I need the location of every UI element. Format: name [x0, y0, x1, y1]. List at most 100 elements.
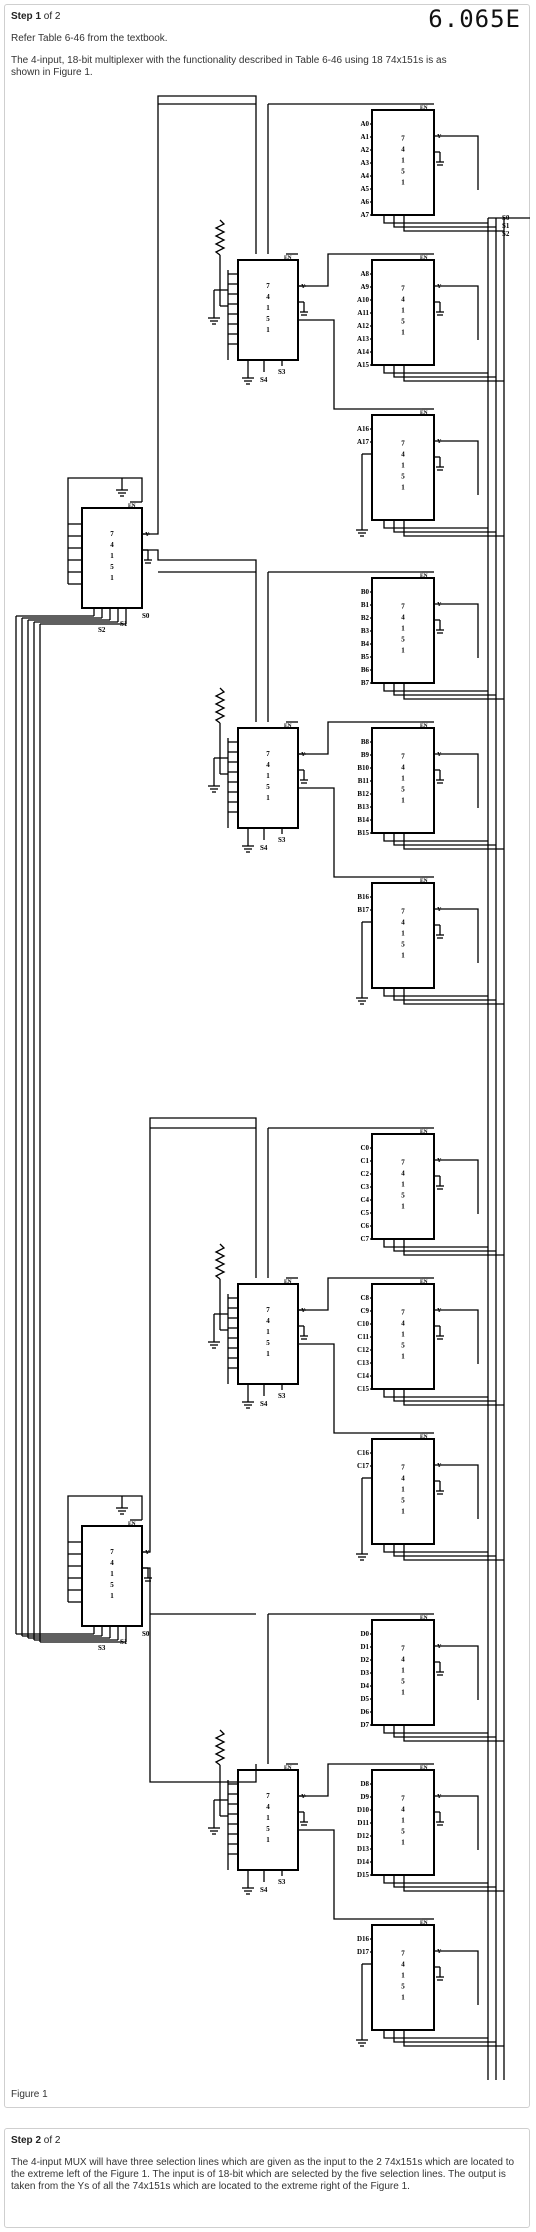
chip-label-char: 4 [401, 1961, 405, 1969]
mid-mux-74x151-group-1 [237, 259, 299, 361]
left-enable-route [142, 1117, 257, 1553]
data-input-label: C12 [357, 1346, 370, 1354]
chip-label-char: 1 [401, 1689, 405, 1697]
select-line [393, 683, 496, 696]
chip-label-char: 1 [266, 772, 270, 780]
data-input-label: C6 [360, 1222, 369, 1230]
data-input-label: C15 [357, 1385, 370, 1393]
data-input-label: D9 [360, 1793, 369, 1801]
chip-label-char: 1 [266, 1328, 270, 1336]
select-line [383, 520, 488, 529]
data-input-label: A12 [357, 322, 370, 330]
enable-route-c [298, 319, 422, 410]
chip-label-char: 4 [266, 1317, 270, 1325]
select-label-s3: S3 [278, 1878, 286, 1886]
data-input-label: B4 [361, 640, 370, 648]
select-line [383, 1239, 488, 1248]
chip-label-char: 1 [266, 326, 270, 334]
chip-label-char: 7 [401, 908, 405, 916]
data-input-label: C8 [360, 1294, 369, 1302]
pullup-resistor [214, 1729, 226, 1766]
data-input-label: B13 [357, 803, 369, 811]
chip-label-char: 1 [401, 1353, 405, 1361]
data-input-label: B17 [357, 906, 369, 914]
chip-label-char: 5 [110, 563, 114, 571]
chip-label-char: 7 [401, 753, 405, 761]
select-line [393, 1544, 496, 1557]
data-input-label: A8 [360, 270, 369, 278]
chip-label-char: 4 [401, 296, 405, 304]
data-input-label: D13 [357, 1845, 370, 1853]
data-input-label: C0 [360, 1144, 369, 1152]
chip-label-char: 5 [401, 318, 405, 326]
chip-label-char: 1 [266, 1836, 270, 1844]
output-route [442, 1795, 479, 1850]
data-input-label: B8 [361, 738, 370, 746]
enable-label: EN [420, 1279, 428, 1285]
data-input-label: D8 [360, 1780, 369, 1788]
select-line [383, 833, 488, 842]
chip-label-char: 5 [266, 315, 270, 323]
select-line [403, 683, 504, 700]
chip-label-char: 7 [401, 135, 405, 143]
data-input-label: C14 [357, 1372, 370, 1380]
chip-label-char: 4 [401, 614, 405, 622]
output-route [442, 1464, 479, 1519]
data-input-label: C10 [357, 1320, 370, 1328]
data-input-label: D0 [360, 1630, 369, 1638]
output-route [442, 285, 479, 340]
chip-label-char: 1 [401, 484, 405, 492]
select-line [393, 520, 496, 533]
select-line [403, 988, 504, 1005]
enable-label: EN [420, 1129, 428, 1135]
data-input-label: D12 [357, 1832, 370, 1840]
left-mux-74x151-2 [81, 1525, 143, 1627]
enable-label: EN [284, 723, 292, 729]
mux-74x151-c0 [371, 1133, 435, 1240]
enable-label: EN [420, 1434, 428, 1440]
output-route [442, 753, 479, 808]
data-input-label: A9 [360, 283, 369, 291]
enable-label: EN [284, 1279, 292, 1285]
chip-label-char: 4 [401, 1806, 405, 1814]
mid-mux-74x151-group-2 [237, 727, 299, 829]
chip-label-char: 1 [401, 1203, 405, 1211]
output-y-label: Y [437, 1949, 442, 1955]
chip-label-char: 5 [401, 941, 405, 949]
select-line [393, 215, 496, 228]
chip-label-char: 1 [401, 1994, 405, 2002]
enable-label: EN [420, 1920, 428, 1926]
data-input-label: C16 [357, 1449, 370, 1457]
step-1-title: Step 1 of 2 [11, 11, 60, 22]
chip-label-char: 5 [266, 1339, 270, 1347]
enable-label: EN [420, 723, 428, 729]
data-input-label: A13 [357, 335, 370, 343]
chip-label-char: 1 [266, 1814, 270, 1822]
select-label-s3: S3 [278, 1392, 286, 1400]
data-input-label: D15 [357, 1871, 370, 1879]
data-input-label: C5 [360, 1209, 369, 1217]
chip-label-char: 5 [401, 1983, 405, 1991]
enable-label: EN [284, 255, 292, 261]
output-y-label: Y [145, 532, 150, 538]
data-input-label: A6 [360, 198, 369, 206]
data-input-label: C3 [360, 1183, 369, 1191]
data-input-label: D17 [357, 1948, 370, 1956]
mid-mux-74x151-group-4 [237, 1769, 299, 1871]
left-enable-route [142, 95, 257, 535]
select-line [403, 1875, 504, 1892]
chip-label-char: 4 [401, 1475, 405, 1483]
select-line [383, 1725, 488, 1734]
output-y-label: Y [437, 1308, 442, 1314]
output-route [442, 440, 479, 495]
data-input-label: C2 [360, 1170, 369, 1178]
chip-label-char: 1 [401, 1331, 405, 1339]
output-y-label: Y [301, 1308, 306, 1314]
select-line [383, 1544, 488, 1553]
chip-label-char: 1 [401, 952, 405, 960]
data-input-label: A11 [357, 309, 369, 317]
chip-label-char: 1 [401, 179, 405, 187]
step-2-word: Step [11, 2135, 33, 2146]
chip-label-char: 1 [401, 307, 405, 315]
